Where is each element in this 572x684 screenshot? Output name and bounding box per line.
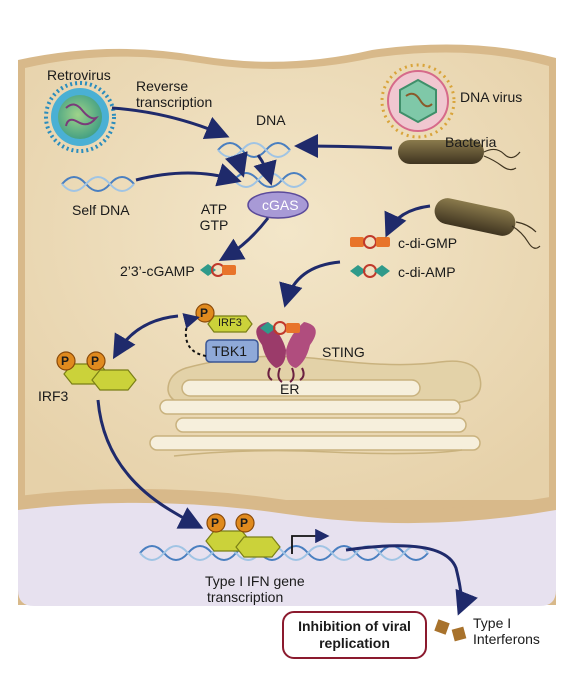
label-sting: STING <box>322 344 365 360</box>
phospho-group-icon-2 <box>56 351 76 371</box>
phosphorylation-dashed-arrow <box>182 313 207 357</box>
label-c-di-gmp: c-di-GMP <box>398 235 458 251</box>
cgamp-molecule-icon <box>200 263 236 277</box>
phospho-label-2: P <box>61 354 70 368</box>
retrovirus-icon <box>44 81 116 153</box>
label-c-di-amp: c-di-AMP <box>398 264 456 280</box>
cgas-label: cGAS <box>262 197 299 213</box>
dna-virus-icon <box>380 63 456 139</box>
label-self-dna: Self DNA <box>72 202 130 218</box>
label-irf3: IRF3 <box>38 388 69 404</box>
inhibition-label: Inhibition of viral replication <box>298 618 411 651</box>
label-interferons: Interferons <box>473 631 540 647</box>
label-atp: ATP <box>200 201 228 217</box>
label-type1: Type I <box>473 615 512 631</box>
c-di-amp-molecule-icon <box>350 264 390 278</box>
interferon-icon <box>434 619 450 635</box>
pathway-arrows <box>96 106 478 616</box>
bacteria-icon-2 <box>434 198 541 249</box>
irf3-dimer-nuclear-icon <box>205 530 281 558</box>
transcription-start-arrow <box>291 528 330 554</box>
cgas-enzyme <box>247 191 309 219</box>
label-dna: DNA <box>256 112 286 128</box>
inhibition-of-viral-replication-box: Inhibition of viral replication <box>282 611 427 659</box>
tbk1-label: TBK1 <box>212 343 248 359</box>
label-type1-ifn-gene: Type I IFN gene <box>205 573 305 589</box>
phospho-group-icon-5 <box>235 513 255 533</box>
label-dna-virus: DNA virus <box>460 89 523 105</box>
phospho-label: P <box>200 306 209 320</box>
self-dna-helix-icon <box>61 176 135 192</box>
label-retrovirus: Retrovirus <box>47 67 111 83</box>
er-membrane <box>149 355 482 457</box>
irf3-small-label: IRF3 <box>218 317 242 329</box>
phospho-group-icon <box>195 303 215 323</box>
bacteria-icon <box>398 140 521 171</box>
nuclear-dna-helix-icon <box>139 545 429 561</box>
nucleus <box>18 502 556 606</box>
label-reverse-transcription: Reverse transcription <box>136 78 213 110</box>
label-cgamp: 2’3’-cGAMP <box>120 263 195 279</box>
tbk1-kinase <box>205 339 259 363</box>
label-bacteria: Bacteria <box>445 134 497 150</box>
bound-cdn-molecule-icon <box>260 321 300 335</box>
label-er: ER <box>280 381 300 397</box>
label-gtp: GTP <box>199 217 229 233</box>
phospho-label-4: P <box>211 516 220 530</box>
sting-protein <box>256 322 316 383</box>
interferon-icon-2 <box>451 626 467 642</box>
phospho-label-3: P <box>91 354 100 368</box>
c-di-gmp-molecule-icon <box>350 235 390 249</box>
phospho-group-icon-4 <box>206 513 226 533</box>
phospho-group-icon-3 <box>86 351 106 371</box>
label-transcription: transcription <box>207 589 284 605</box>
phospho-label-5: P <box>240 516 249 530</box>
